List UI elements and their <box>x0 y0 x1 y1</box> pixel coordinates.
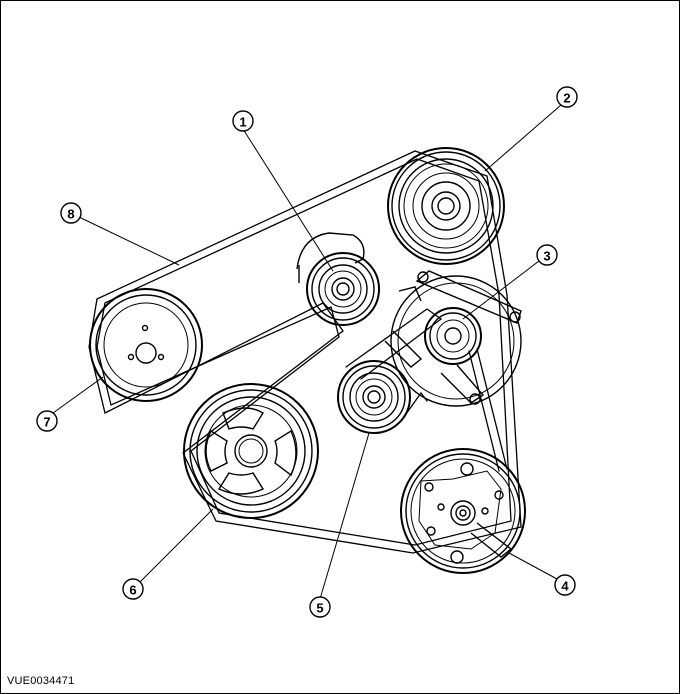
callout-3-label: 3 <box>543 249 550 264</box>
callout-1-label: 1 <box>239 115 246 130</box>
figure-code: VUE0034471 <box>7 675 75 687</box>
callout-6-label: 6 <box>129 583 136 598</box>
accessory-drive-belt <box>88 150 522 554</box>
callout-8: 8 <box>60 202 82 224</box>
callout-5-label: 5 <box>316 601 323 616</box>
callout-2: 2 <box>556 86 578 108</box>
upper-idler-bracket <box>296 232 365 283</box>
callout-7-label: 7 <box>43 415 50 430</box>
power-steering-pump-pulley <box>89 288 203 402</box>
callout-leaders <box>52 104 562 600</box>
callout-8-label: 8 <box>67 207 74 222</box>
alternator-pulley <box>387 147 505 265</box>
belt-tensioner-pulley <box>424 307 482 365</box>
idler-pulley-lower <box>337 360 411 434</box>
idler-pulley-upper <box>306 252 380 326</box>
callout-2-label: 2 <box>563 91 570 106</box>
callout-4: 4 <box>554 574 576 596</box>
ac-compressor-pulley <box>400 448 526 574</box>
callout-6: 6 <box>122 578 144 600</box>
crankshaft-pulley <box>183 383 319 519</box>
callout-1: 1 <box>232 110 254 132</box>
callout-7: 7 <box>36 410 58 432</box>
callout-5: 5 <box>309 596 331 618</box>
callout-4-label: 4 <box>561 579 569 594</box>
tensioner-assembly <box>384 270 522 407</box>
callout-3: 3 <box>536 244 558 266</box>
